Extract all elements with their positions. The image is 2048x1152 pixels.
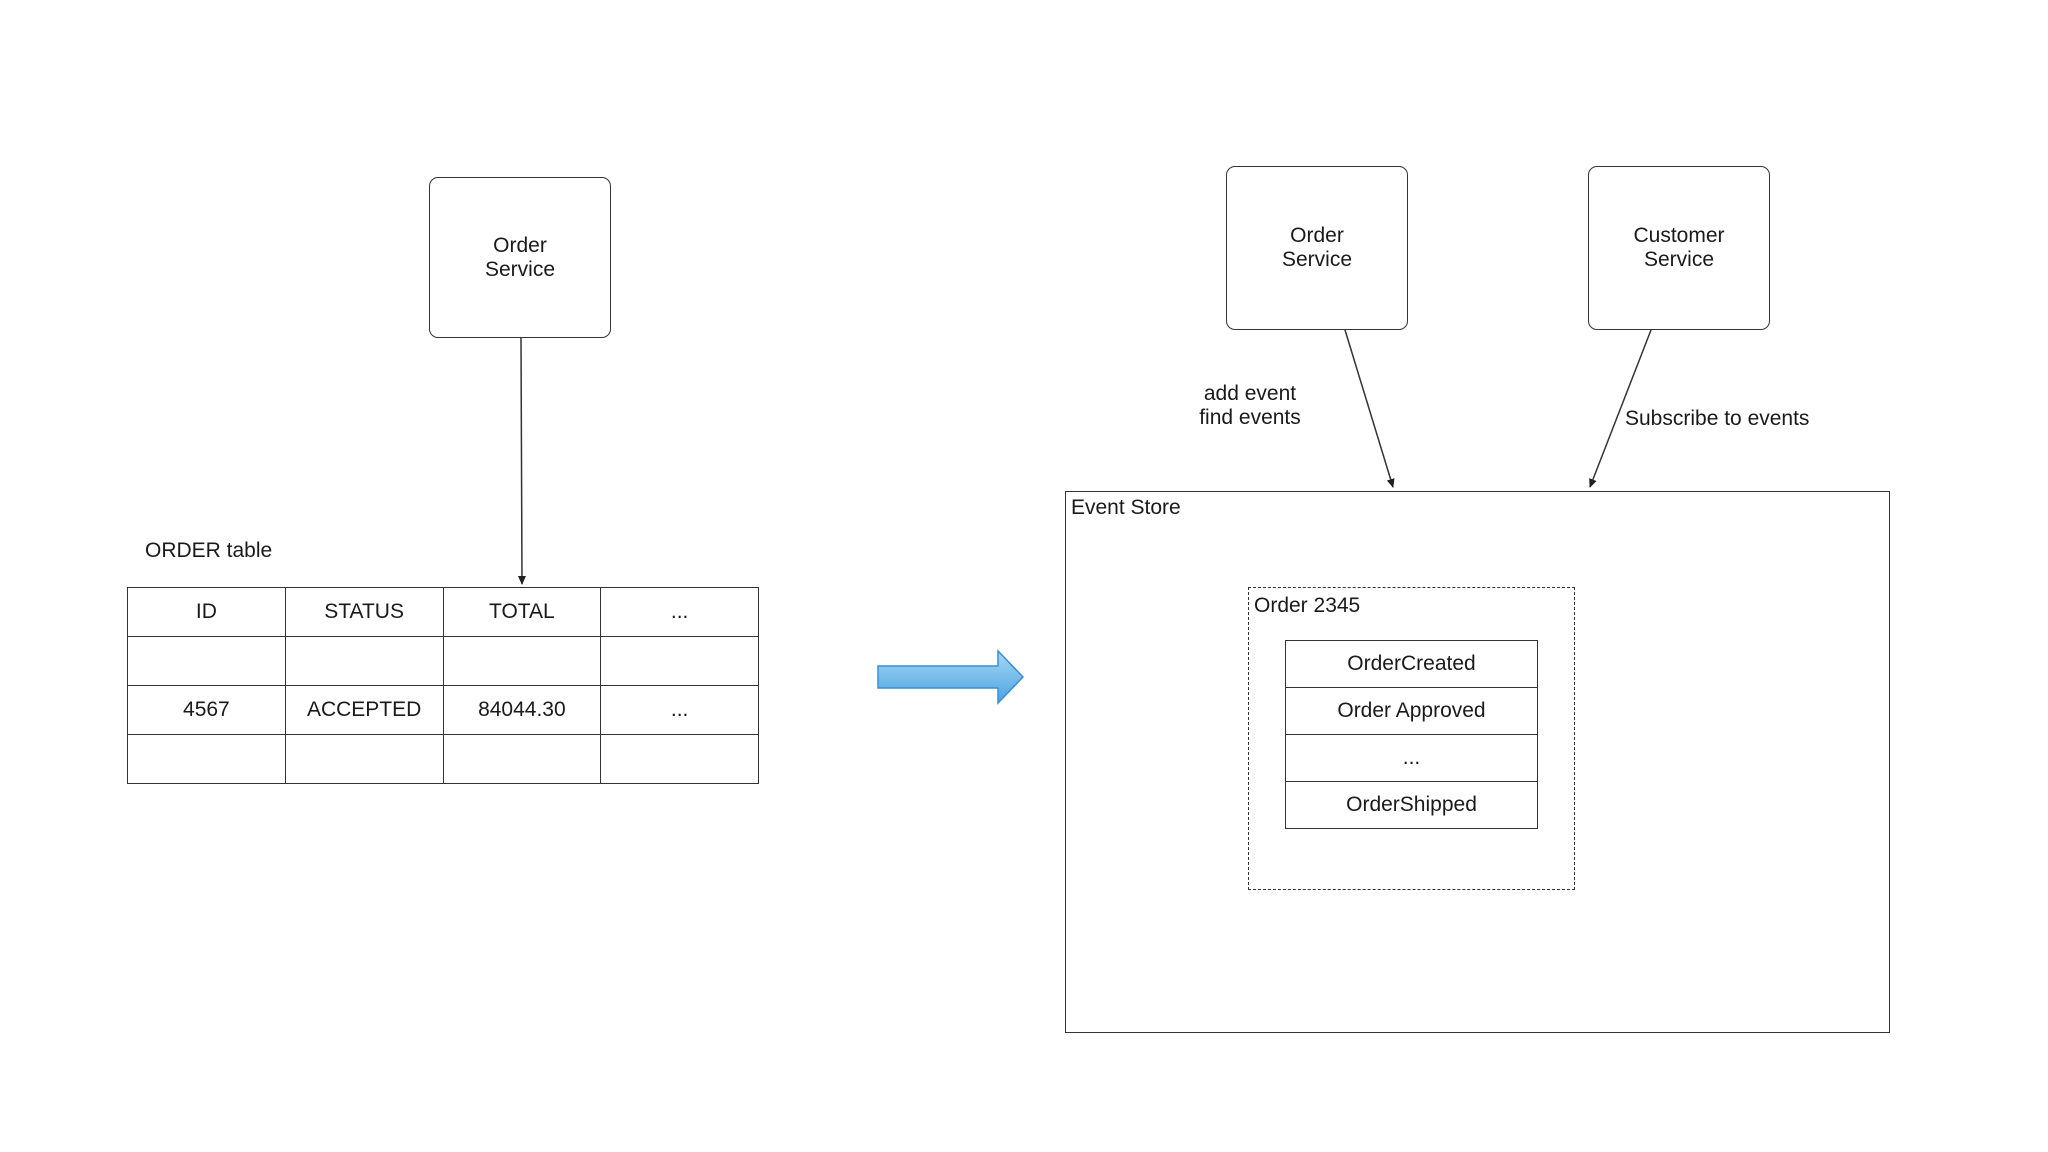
customer-service-box: Customer Service (1588, 166, 1770, 330)
left-order-service-box: Order Service (429, 177, 611, 338)
left-order-service-label-1: Order (493, 233, 547, 257)
right-order-service-label-1: Order (1290, 224, 1344, 247)
table-row: 4567 ACCEPTED 84044.30 ... (127, 685, 759, 735)
order-table-header-status: STATUS (284, 587, 444, 637)
right-order-service-box: Order Service (1226, 166, 1408, 330)
order-table-header-row: ID STATUS TOTAL ... (127, 587, 759, 637)
table-cell (284, 734, 444, 784)
table-cell: 84044.30 (442, 685, 602, 735)
order-service-to-table-arrow (517, 337, 526, 585)
left-order-service-label-2: Service (484, 257, 556, 281)
right-order-service-label-2: Service (1281, 248, 1353, 271)
table-cell (127, 636, 286, 686)
event-list: OrderCreated Order Approved ... OrderShi… (1285, 640, 1538, 829)
order-table-header-total: TOTAL (442, 587, 602, 637)
table-cell: ... (600, 685, 759, 735)
list-item: OrderShipped (1286, 782, 1537, 829)
table-cell (442, 636, 602, 686)
table-row (127, 734, 759, 784)
order-table-header-id: ID (127, 587, 286, 637)
order-table-title: ORDER table (145, 539, 273, 562)
table-cell (600, 734, 759, 784)
edge-label-find-events: find events (1199, 406, 1301, 429)
order-aggregate-title: Order 2345 (1254, 594, 1361, 617)
event-store-container: Event Store (1065, 491, 1890, 1033)
transition-arrow-icon (877, 649, 1025, 705)
order-table-header-more: ... (600, 587, 759, 637)
list-item: ... (1286, 735, 1537, 782)
customer-service-label-1: Customer (1633, 224, 1725, 247)
customer-service-label-2: Service (1643, 248, 1715, 271)
table-cell: 4567 (127, 685, 286, 735)
table-cell: ACCEPTED (284, 685, 444, 735)
order-service-to-event-store-arrow (1344, 329, 1395, 488)
customer-service-edge-label: Subscribe to events (1625, 407, 1810, 430)
table-cell (442, 734, 602, 784)
order-service-edge-label: add event find events (1190, 382, 1310, 430)
table-cell (127, 734, 286, 784)
table-cell (284, 636, 444, 686)
table-row (127, 636, 759, 686)
event-store-title: Event Store (1071, 496, 1181, 519)
table-cell (600, 636, 759, 686)
order-table: ID STATUS TOTAL ... 4567 ACCEPTED 84044.… (127, 587, 759, 784)
list-item: Order Approved (1286, 688, 1537, 735)
edge-label-add-event: add event (1203, 382, 1297, 405)
list-item: OrderCreated (1286, 641, 1537, 688)
order-aggregate-container: Order 2345 (1248, 587, 1575, 890)
